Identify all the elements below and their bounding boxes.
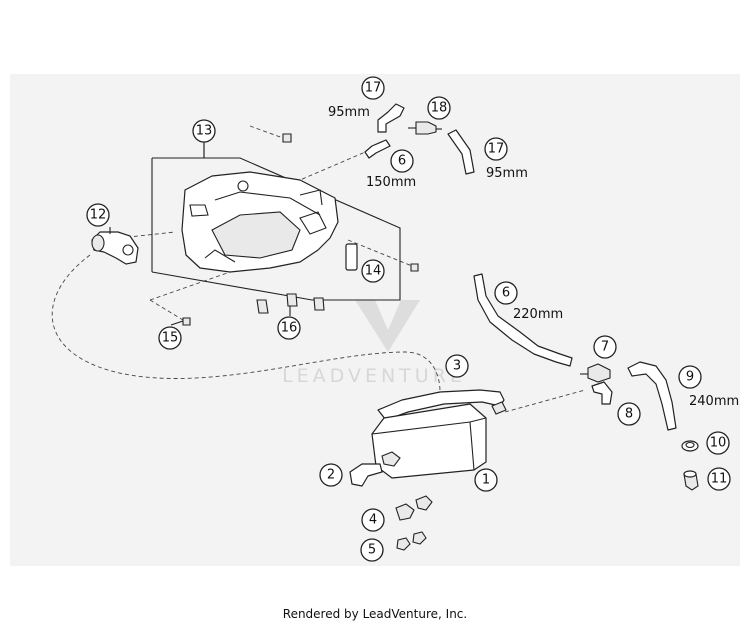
tee-fitting <box>580 363 611 383</box>
callout-12: 12 <box>86 203 110 227</box>
dim-17-upper: 95mm <box>328 105 370 120</box>
callout-17-upper: 17 <box>361 76 385 100</box>
rubber-pad <box>345 243 358 271</box>
purge-valve <box>91 231 139 265</box>
callout-8: 8 <box>617 402 641 426</box>
svg-text:16: 16 <box>281 321 298 336</box>
hoses-17 <box>377 103 475 175</box>
svg-text:8: 8 <box>625 407 633 422</box>
svg-text:7: 7 <box>601 340 609 355</box>
svg-text:6: 6 <box>398 154 406 169</box>
hose-6-upper <box>364 139 391 159</box>
footer-credit: Rendered by LeadVenture, Inc. <box>282 607 468 621</box>
svg-text:9: 9 <box>686 370 694 385</box>
callout-7: 7 <box>593 335 617 359</box>
svg-text:17: 17 <box>488 142 505 157</box>
callout-11: 11 <box>707 467 731 491</box>
callout-13: 13 <box>192 119 216 143</box>
hose-9 <box>627 361 677 431</box>
screws <box>182 133 419 326</box>
callout-3: 3 <box>445 354 469 378</box>
dim-6-upper: 150mm <box>366 175 416 190</box>
callout-4: 4 <box>361 508 385 532</box>
dim-6-right: 220mm <box>513 307 563 322</box>
callouts: 1 2 3 4 5 6 6 7 8 9 10 11 12 13 14 15 16… <box>86 76 731 562</box>
callout-5: 5 <box>360 538 384 562</box>
callout-9: 9 <box>678 365 702 389</box>
svg-text:13: 13 <box>196 124 213 139</box>
svg-text:6: 6 <box>502 286 510 301</box>
watermark-logo-icon <box>355 300 420 352</box>
svg-text:1: 1 <box>482 473 490 488</box>
watermark: LEADVENTURE <box>282 300 466 387</box>
svg-text:18: 18 <box>431 101 448 116</box>
hose-6-right <box>473 273 573 367</box>
callout-2: 2 <box>319 463 343 487</box>
dim-17-right: 95mm <box>486 166 528 181</box>
svg-text:11: 11 <box>711 472 728 487</box>
clips <box>395 495 433 521</box>
svg-text:17: 17 <box>365 81 382 96</box>
dimension-labels: 95mm 95mm 150mm 220mm 240mm <box>328 105 739 409</box>
svg-text:5: 5 <box>368 543 376 558</box>
svg-text:4: 4 <box>369 513 377 528</box>
callout-15: 15 <box>158 326 182 350</box>
callout-18: 18 <box>427 96 451 120</box>
callout-leaders <box>109 143 291 326</box>
dim-9: 240mm <box>689 394 739 409</box>
callout-14: 14 <box>361 259 385 283</box>
svg-text:10: 10 <box>710 436 727 451</box>
svg-text:15: 15 <box>162 331 179 346</box>
svg-text:12: 12 <box>90 208 107 223</box>
callout-1: 1 <box>474 468 498 492</box>
callout-6-upper: 6 <box>390 149 414 173</box>
hose-2 <box>349 463 383 487</box>
callout-16: 16 <box>277 316 301 340</box>
watermark-text: LEADVENTURE <box>282 365 466 387</box>
svg-text:14: 14 <box>365 264 382 279</box>
svg-text:2: 2 <box>327 468 335 483</box>
callout-10: 10 <box>706 431 730 455</box>
carbon-canister <box>371 401 507 479</box>
svg-text:3: 3 <box>453 359 461 374</box>
callout-17-right: 17 <box>484 137 508 161</box>
fitting <box>408 121 442 135</box>
canister-bracket <box>181 171 339 273</box>
callout-6-right: 6 <box>494 281 518 305</box>
elbow-hose <box>591 381 613 405</box>
clamp-and-cap <box>681 440 699 491</box>
nuts <box>396 531 427 551</box>
